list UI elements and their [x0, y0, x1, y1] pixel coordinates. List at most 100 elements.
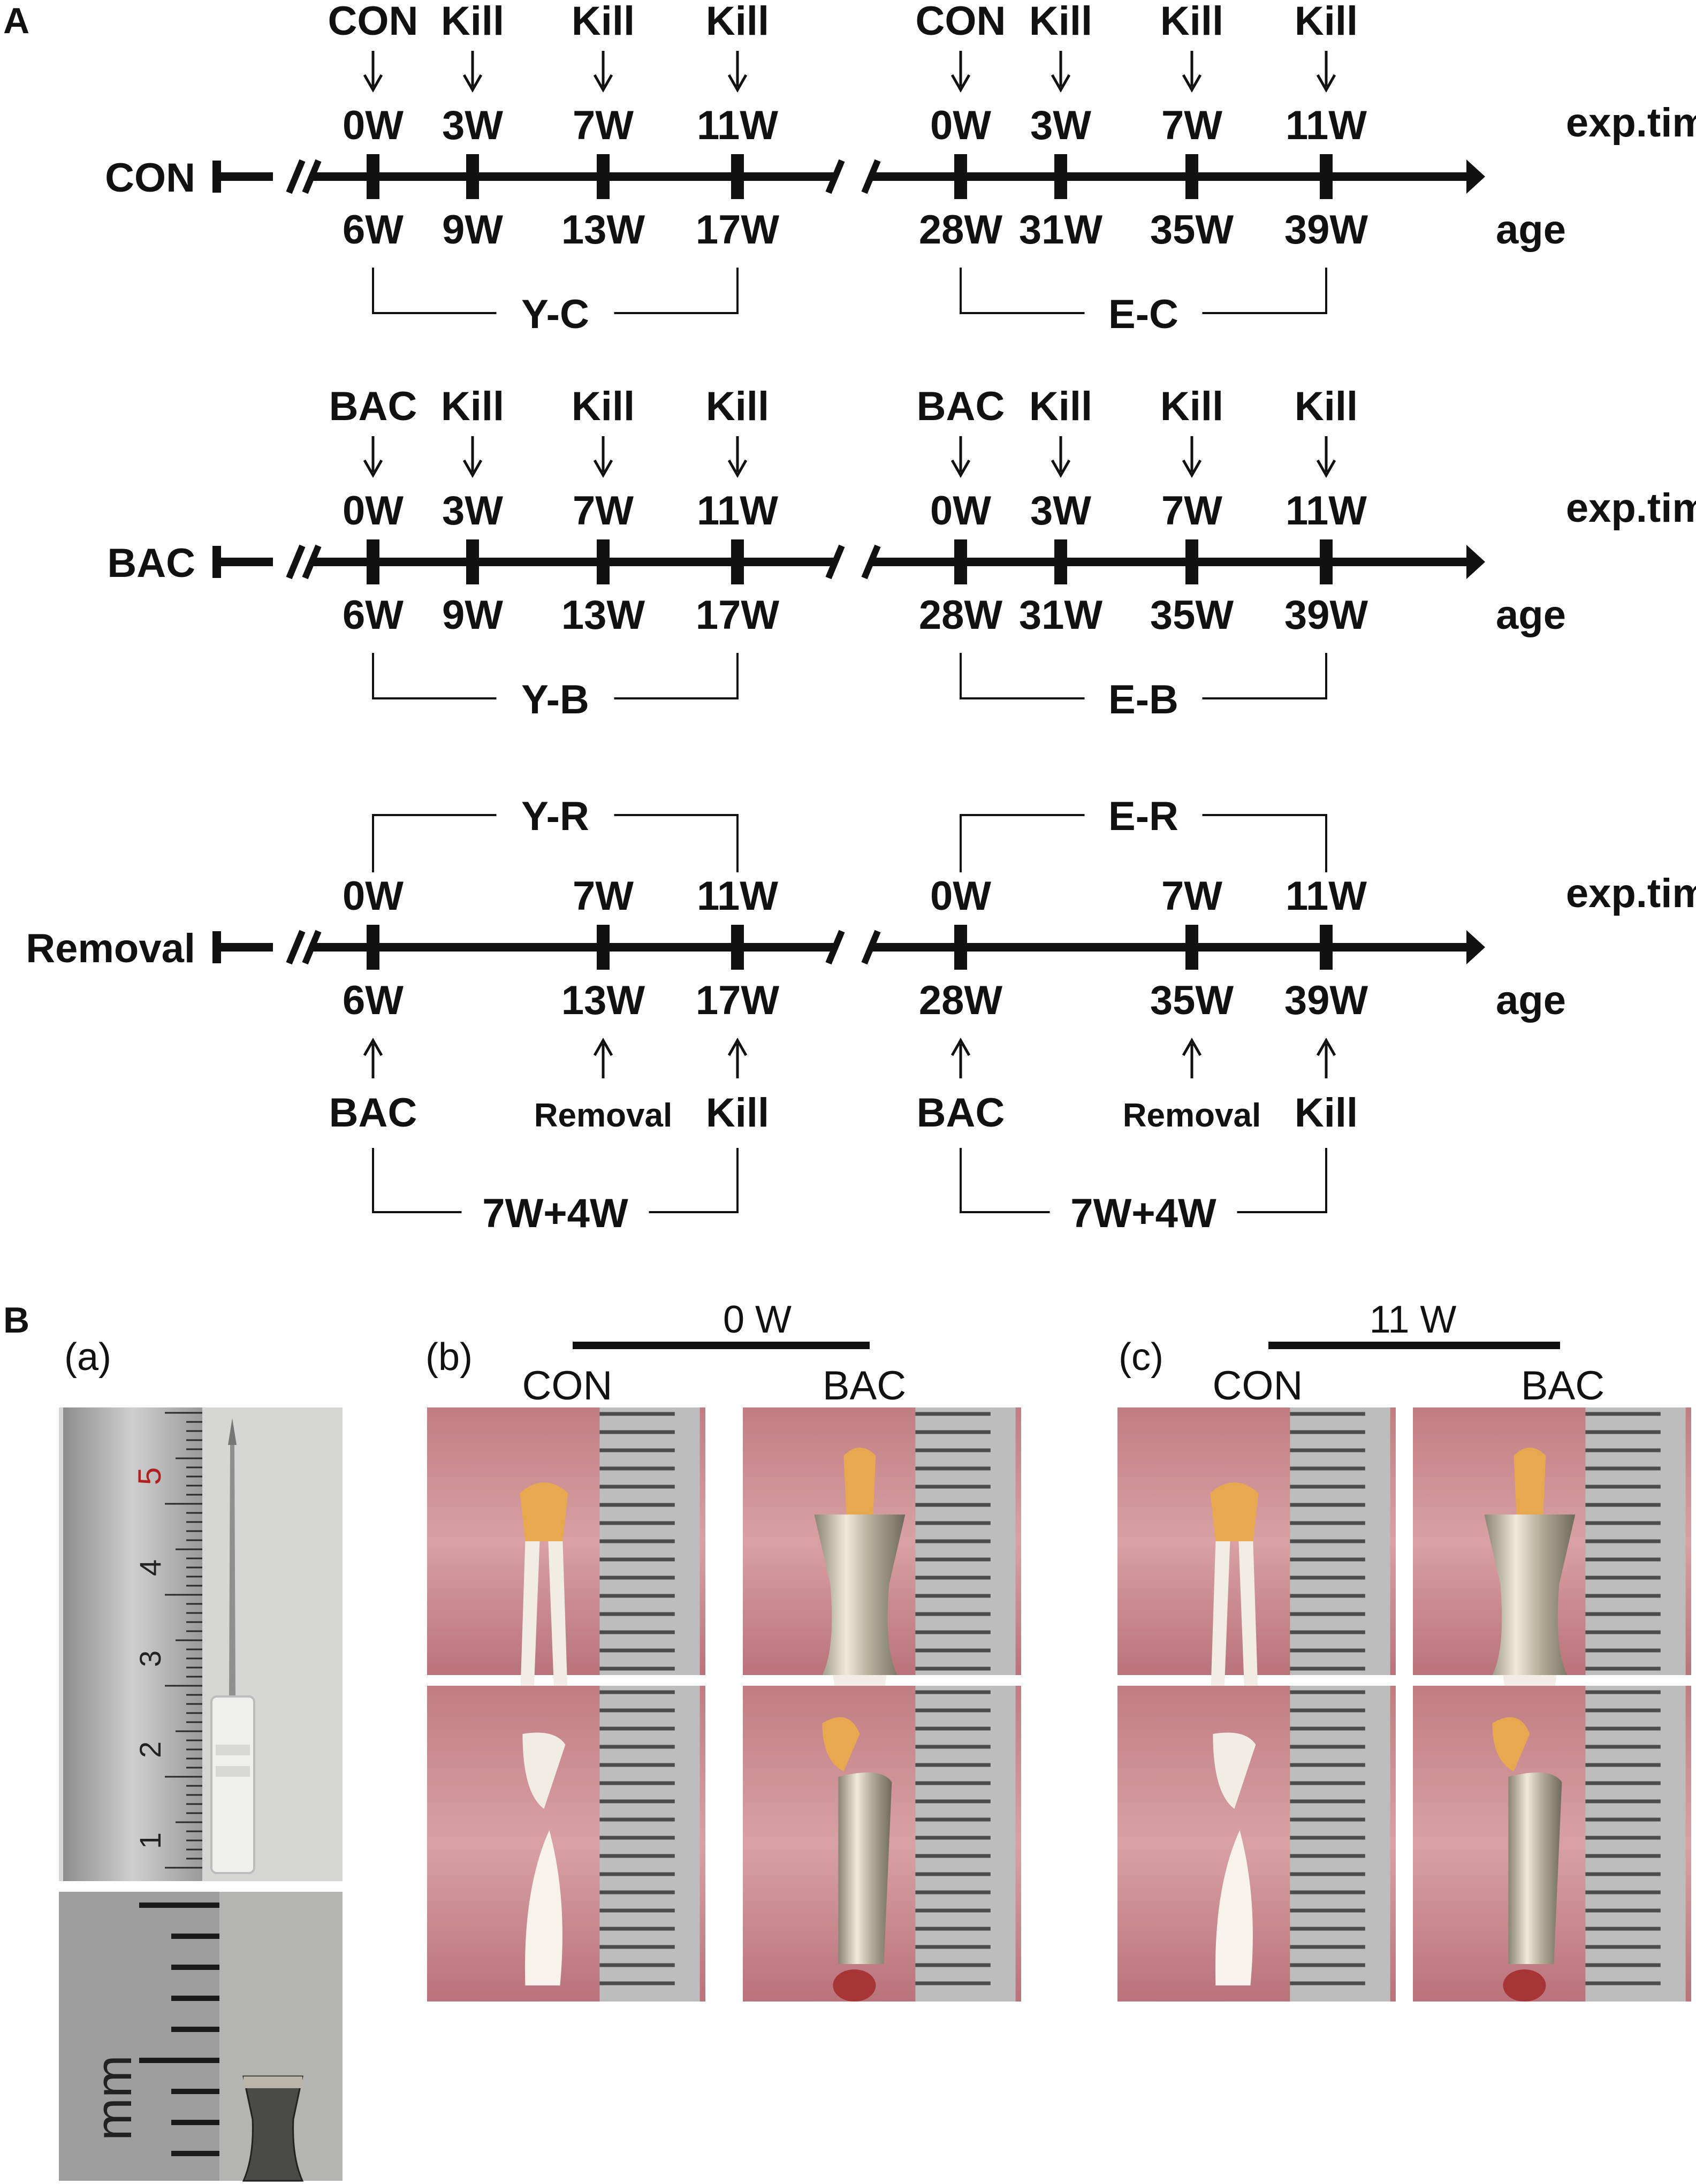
axis-break	[286, 159, 306, 194]
age-tick-label: 13W	[561, 207, 645, 253]
tick-mark	[367, 539, 379, 584]
down-arrow-head	[1182, 74, 1202, 93]
event-label: Kill	[1295, 0, 1358, 44]
upper-tooth	[522, 1732, 566, 1809]
photo-b-bac-front	[743, 1407, 1021, 1739]
exp-time-tick-label: 3W	[442, 103, 503, 148]
tooth-crown	[1210, 1482, 1259, 1541]
age-tick-label: 13W	[561, 978, 645, 1023]
event-label: BAC	[917, 384, 1005, 429]
axis-break	[861, 930, 881, 965]
exp-time-tick-label: 11W	[1286, 488, 1367, 534]
group-bracket	[372, 268, 497, 314]
tick-mark	[1185, 539, 1198, 584]
tick-mark	[1320, 925, 1333, 970]
span-bracket	[960, 1148, 1050, 1213]
event-label: Kill	[1160, 384, 1223, 429]
tick-mark	[731, 539, 744, 584]
exp-time-tick-label: 0W	[343, 873, 404, 919]
age-tick-label: 9W	[442, 207, 503, 253]
group-label: Y-B	[521, 677, 589, 722]
axis-break	[286, 930, 306, 965]
photo-c-label: (c)	[1119, 1336, 1163, 1379]
event-label: Kill	[572, 384, 635, 429]
event-label: Kill	[1029, 0, 1092, 44]
event-label: Removal	[534, 1097, 672, 1134]
photo-a-mm-label: mm	[85, 2055, 142, 2141]
group-bracket	[960, 268, 1085, 314]
upper-tooth	[822, 1717, 860, 1771]
exp-time-tick-label: 11W	[1286, 103, 1367, 148]
photo-a-ruler-num-4: 4	[133, 1559, 167, 1576]
photo-b-con-side	[427, 1686, 705, 2002]
event-label: BAC	[329, 384, 417, 429]
lower-tooth	[524, 1830, 562, 1985]
tooth-root	[1238, 1541, 1259, 1707]
photo-c-time: 11 W	[1370, 1298, 1457, 1341]
tick-mark	[1054, 154, 1067, 199]
tick-mark	[597, 154, 610, 199]
exp-time-tick-label: 11W	[1286, 873, 1367, 919]
age-tick-label: 6W	[343, 592, 404, 638]
axis-break	[825, 930, 845, 965]
tick-mark	[466, 154, 479, 199]
span-label: 7W+4W	[482, 1191, 628, 1236]
group-bracket	[1202, 268, 1327, 314]
photo-a-bottom: mm	[59, 1892, 343, 2182]
photo-a-needle-hub	[210, 1695, 255, 1874]
row-label: CON	[105, 155, 195, 201]
exp-time-tick-label: 11W	[697, 873, 778, 919]
age-tick-label: 17W	[696, 207, 780, 253]
group-label: E-C	[1108, 292, 1178, 337]
ruler	[1585, 1686, 1686, 2002]
age-tick-label: 17W	[696, 978, 780, 1023]
photo-a-steel-ruler	[63, 1407, 202, 1881]
tick-mark	[597, 539, 610, 584]
event-label: Kill	[706, 1090, 769, 1136]
photo-c-con-front	[1117, 1407, 1396, 1707]
event-label: BAC	[329, 1090, 417, 1136]
up-arrow-head	[727, 1037, 748, 1056]
photo-a-ruler-num-3: 3	[133, 1650, 167, 1667]
group-bracket	[372, 653, 497, 699]
exp-time-tick-label: 0W	[343, 488, 404, 534]
tick-mark	[1185, 925, 1198, 970]
photo-a-ruler-num-1: 1	[133, 1832, 167, 1849]
age-label: age	[1496, 592, 1566, 638]
axis-break	[861, 544, 881, 580]
group-bracket	[1202, 814, 1327, 872]
axis-break	[302, 930, 322, 965]
exp-time-tick-label: 0W	[930, 103, 991, 148]
blood-spot	[833, 1969, 876, 2002]
age-tick-label: 6W	[343, 978, 404, 1023]
axis-break	[861, 159, 881, 194]
age-tick-label: 17W	[696, 592, 780, 638]
age-tick-label: 6W	[343, 207, 404, 253]
axis-break	[302, 544, 322, 580]
tick-mark	[954, 925, 967, 970]
axis-arrowhead	[1466, 545, 1485, 579]
photo-panels: (a) (b) (c) 0 W CON BAC 11 W CON BAC 5 4…	[59, 1298, 1691, 2182]
photo-c-con-side	[1117, 1686, 1396, 2002]
upper-tooth	[1492, 1717, 1530, 1771]
photo-b-label: (b)	[425, 1336, 473, 1379]
tick-mark	[1320, 154, 1333, 199]
down-arrow-head	[1316, 459, 1336, 478]
metal-crown	[1508, 1772, 1562, 1964]
exp-time-tick-label: 7W	[573, 873, 634, 919]
age-tick-label: 31W	[1019, 592, 1103, 638]
exp-time-tick-label: 0W	[930, 488, 991, 534]
age-tick-label: 13W	[561, 592, 645, 638]
down-arrow-head	[1182, 459, 1202, 478]
axis-break	[302, 159, 322, 194]
age-tick-label: 9W	[442, 592, 503, 638]
age-tick-label: 28W	[919, 207, 1003, 253]
metal-crown	[1484, 1515, 1576, 1675]
down-arrow-head	[950, 459, 971, 478]
photo-a-ruler-num-2: 2	[133, 1741, 167, 1758]
group-label: Y-R	[521, 794, 589, 839]
timeline-row-con: CONexp.timeage0W6WCON3W9WKill7W13WKill11…	[105, 0, 1696, 337]
down-arrow-head	[462, 459, 483, 478]
tick-mark	[954, 154, 967, 199]
photo-b-bac-label: BAC	[823, 1363, 906, 1409]
